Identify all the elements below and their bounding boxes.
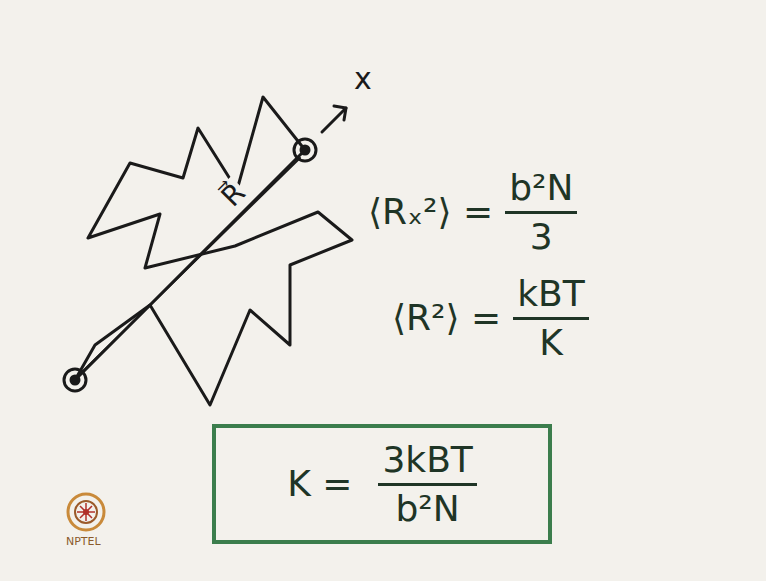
- logo-text: NPTEL: [64, 536, 103, 548]
- end-to-end-vector: [75, 150, 305, 380]
- equation-lhs: ⟨R²⟩ =: [392, 298, 501, 338]
- axis-arrow: [334, 106, 346, 120]
- numerator: 3kBT: [378, 440, 476, 480]
- axis-label: x: [352, 62, 374, 95]
- equation: ⟨Rₓ²⟩ = b²N 3: [368, 168, 577, 256]
- chain-end: [301, 146, 309, 154]
- vector-label: R⃗: [215, 176, 253, 214]
- denominator: 3: [526, 217, 557, 257]
- boxed-equation: K = 3kBT b²N: [212, 424, 552, 544]
- denominator: b²N: [391, 489, 463, 529]
- chain-end: [71, 376, 79, 384]
- chain-end: [294, 139, 316, 161]
- axis-arrow: [322, 108, 346, 132]
- fraction-bar: [513, 317, 589, 320]
- chain-end: [64, 369, 86, 391]
- equation: ⟨R²⟩ = kBT K: [392, 274, 589, 362]
- fraction-bar: [378, 483, 476, 486]
- fraction: 3kBT b²N: [378, 440, 476, 528]
- end-to-end-vector: [82, 158, 300, 372]
- nptel-logo: [68, 494, 104, 530]
- random-walk: [75, 97, 352, 405]
- equation-lhs: ⟨Rₓ²⟩ =: [368, 192, 493, 232]
- numerator: b²N: [505, 168, 577, 208]
- fraction: kBT K: [513, 274, 589, 362]
- numerator: kBT: [513, 274, 589, 314]
- equation: K = 3kBT b²N: [287, 440, 477, 528]
- denominator: K: [535, 323, 567, 363]
- fraction-bar: [505, 211, 577, 214]
- fraction: b²N 3: [505, 168, 577, 256]
- equation-lhs: K =: [287, 464, 352, 504]
